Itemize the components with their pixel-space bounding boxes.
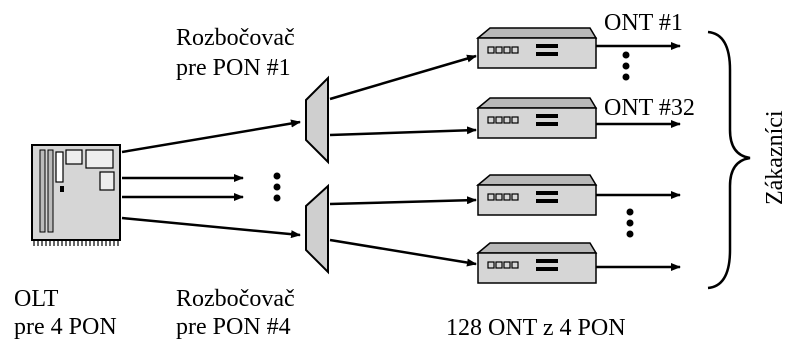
olt-label-line2: pre 4 PON [14, 314, 117, 340]
ont-first-label: ONT #1 [604, 10, 683, 36]
splitter-top [305, 75, 329, 165]
ellipsis-ont-bottom [626, 208, 634, 238]
ont-last-label: ONT #32 [604, 95, 695, 121]
ellipsis-ont-top [622, 51, 630, 81]
ont-device-pon4-first [477, 174, 597, 216]
splitter-bottom-label-line1: Rozbočovač [176, 286, 295, 312]
olt-device [31, 144, 121, 246]
link-splitter-bottom-ont-b [329, 238, 477, 267]
customers-brace [707, 30, 751, 290]
ont-group-label: 128 ONT z 4 PON [446, 315, 626, 341]
splitter-top-label-line1: Rozbočovač [176, 25, 295, 51]
splitter-bottom-label-line2: pre PON #4 [176, 314, 291, 340]
link-splitter-top-ont1 [329, 54, 477, 101]
olt-label-line1: OLT [14, 286, 59, 312]
ellipsis-olt-links [273, 172, 281, 202]
link-olt-splitter-bottom [121, 216, 301, 239]
splitter-top-label-line2: pre PON #1 [176, 55, 291, 81]
customers-label: Zákazníci [762, 110, 788, 205]
link-olt-splitter-top [121, 119, 301, 154]
splitter-bottom [305, 183, 329, 275]
link-splitter-bottom-ont-a [329, 196, 477, 206]
ont-device-pon4-last [477, 242, 597, 284]
link-splitter-top-ont32 [329, 126, 477, 137]
ont-device-1 [477, 27, 597, 69]
ont-device-32 [477, 97, 597, 139]
